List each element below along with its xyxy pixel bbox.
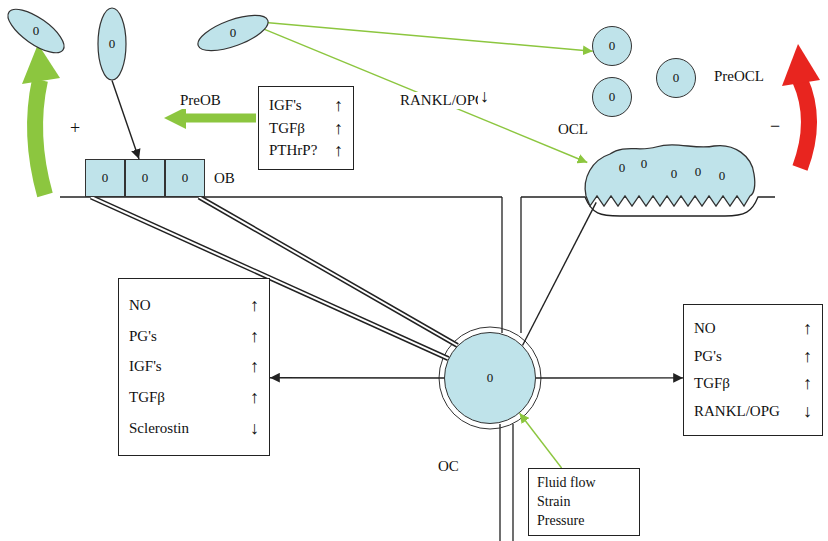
connector: [266, 23, 593, 52]
change-arrow: ↑: [334, 95, 343, 116]
cell-label: OC: [436, 458, 461, 475]
cell-label: +: [68, 118, 82, 139]
change-arrow: ↑: [250, 326, 259, 347]
connector: [112, 81, 139, 160]
inhibition-arrow-head: [782, 44, 820, 86]
stimulus-text: Pressure: [537, 513, 631, 529]
nucleus-mark: 0: [719, 168, 726, 184]
change-arrow: ↑: [803, 346, 812, 367]
change-arrow: ↓: [250, 418, 259, 439]
nucleus-mark: 0: [182, 170, 189, 186]
connector: [523, 202, 597, 345]
cell-label: ↓: [478, 86, 491, 107]
cell-label: −: [768, 116, 782, 137]
osteocyte-cell: 0: [444, 332, 536, 424]
change-arrow: ↑: [250, 387, 259, 408]
factor-name: NO: [129, 297, 198, 314]
connector: [270, 377, 444, 378]
cell-label: PreOCL: [712, 68, 766, 85]
factor-name: Sclerostin: [129, 420, 198, 437]
osteoclast-cell: 00000: [582, 138, 760, 208]
nucleus-mark: 0: [109, 36, 116, 52]
change-arrow: ↑: [334, 118, 343, 139]
connector: [520, 413, 562, 468]
factor-name: TGFβ: [129, 389, 198, 406]
factor-name: IGF's: [269, 97, 319, 114]
cell-label: OCL: [556, 121, 590, 138]
factor-name: IGF's: [129, 358, 198, 375]
nucleus-mark: 0: [102, 170, 109, 186]
preosteoblast-cell: 0: [195, 12, 271, 54]
stimulus-text: Strain: [537, 494, 631, 510]
nucleus-mark: 0: [671, 166, 678, 182]
nucleus-mark: 0: [619, 160, 626, 176]
change-arrow: ↑: [803, 373, 812, 394]
nucleus-mark: 0: [142, 170, 149, 186]
inhibition-arrow: [800, 80, 809, 168]
factor-name: PG's: [694, 348, 783, 365]
preosteoblast-cell: 0: [92, 6, 132, 82]
change-arrow: ↑: [250, 356, 259, 377]
connector: [536, 377, 683, 378]
cell-label: PreOB: [178, 92, 223, 109]
osteoblast-cell: 0: [125, 159, 165, 197]
factor-name: NO: [694, 320, 783, 337]
preosteoclast-cell: 0: [592, 26, 632, 66]
cell-label: OB: [212, 170, 237, 187]
factor-name: TGFβ: [694, 375, 783, 392]
preosteoblast-cell: 0: [5, 8, 67, 54]
nucleus-mark: 0: [641, 156, 648, 172]
osteoblast-factor-box: NO ↑ PG's ↑ IGF's ↑ TGFβ ↑ Sclerostin ↓: [118, 278, 270, 456]
osteoblast-cell: 0: [165, 159, 205, 197]
change-arrow: ↑: [803, 318, 812, 339]
osteoclast-factor-box: NO ↑ PG's ↑ TGFβ ↑ RANKL/OPG ↓: [683, 304, 823, 436]
nucleus-mark: 0: [487, 370, 494, 386]
osteoblast-cell: 0: [85, 159, 125, 197]
nucleus-mark: 0: [695, 164, 702, 180]
nucleus-mark: 0: [673, 70, 680, 86]
factor-name: RANKL/OPG: [694, 403, 783, 420]
factor-name: TGFβ: [269, 120, 319, 137]
change-arrow: ↑: [250, 295, 259, 316]
factor-arrow: [184, 114, 256, 123]
nucleus-mark: 0: [609, 89, 616, 105]
nucleus-mark: 0: [33, 23, 40, 39]
factor-box: IGF's ↑ TGFβ ↑ PTHrP? ↑: [258, 86, 354, 170]
change-arrow: ↓: [803, 401, 812, 422]
stimulation-arrow: [35, 80, 45, 195]
preosteoclast-cell: 0: [656, 58, 696, 98]
factor-name: PG's: [129, 328, 198, 345]
factor-arrow-head: [164, 107, 186, 129]
stimulus-box: Fluid flowStrainPressure: [528, 468, 640, 536]
nucleus-mark: 0: [609, 38, 616, 54]
factor-name: PTHrP?: [269, 142, 319, 159]
stimulus-text: Fluid flow: [537, 475, 631, 491]
cell-label: RANKL/OPG: [398, 92, 488, 109]
change-arrow: ↑: [334, 140, 343, 161]
nucleus-mark: 0: [230, 25, 237, 41]
preosteoclast-cell: 0: [592, 77, 632, 117]
